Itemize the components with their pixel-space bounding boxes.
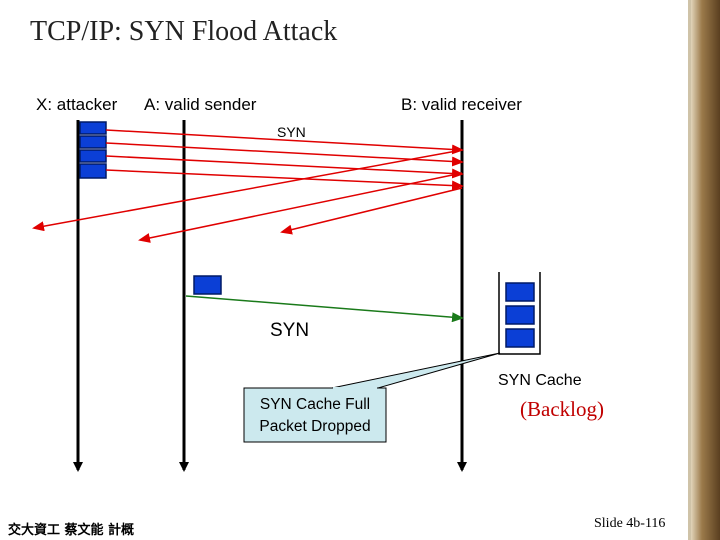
backlog-label: (Backlog) <box>520 397 604 421</box>
host-label-sender: A: valid sender <box>144 95 257 114</box>
valid-syn-arrow <box>185 295 464 323</box>
syn-flood-arrows <box>105 129 464 191</box>
attacker-packet-stack <box>79 121 107 179</box>
syn-valid-label: SYN <box>270 320 310 341</box>
slide-number: Slide 4b-116 <box>594 516 666 531</box>
host-label-receiver: B: valid receiver <box>401 95 522 114</box>
syn-cache-label: SYN Cache <box>498 372 582 389</box>
syn-flood-label: SYN <box>277 124 306 140</box>
page-title: TCP/IP: SYN Flood Attack <box>30 16 338 47</box>
callout-line-2: Packet Dropped <box>259 418 371 435</box>
callout-text: SYN Cache Full Packet Dropped <box>244 394 386 438</box>
footer-author: 交大資工 蔡文能 計概 <box>8 523 135 538</box>
syn-cache <box>498 272 541 355</box>
side-decoration <box>690 0 720 540</box>
host-label-attacker: X: attacker <box>36 95 118 114</box>
sender-packet <box>193 275 222 295</box>
callout-line-1: SYN Cache Full <box>259 396 371 413</box>
syn-ack-replies <box>32 149 463 243</box>
cache-full-callout <box>243 352 501 443</box>
